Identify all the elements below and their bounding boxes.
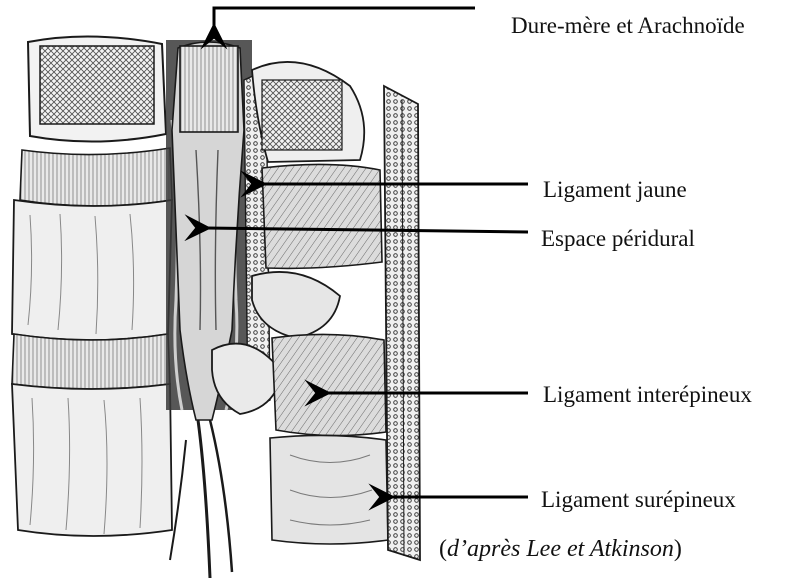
label-epidural-space: Espace péridural [541, 227, 695, 250]
intervertebral-disc [20, 148, 172, 206]
label-ligamentum-flavum: Ligament jaune [543, 178, 687, 201]
interspinous-ligament-shape [272, 334, 386, 435]
credit-text: d’après Lee et Atkinson [447, 536, 674, 562]
credit-close-paren: ) [674, 536, 682, 562]
spinous-process [270, 435, 388, 544]
label-interspinous-ligament: Ligament interépineux [543, 383, 752, 406]
credit-open-paren: ( [439, 536, 447, 562]
spinous-process [262, 164, 382, 268]
source-credit: (d’après Lee et Atkinson) [439, 536, 682, 563]
label-dura-arachnoid: Dure-mère et Arachnoïde [511, 14, 745, 37]
vertebral-body-column [12, 36, 172, 536]
nerve-root [198, 420, 210, 578]
dura-cut-surface [180, 46, 238, 132]
spongy-bone-cut-surface [40, 46, 154, 124]
vertebral-body [12, 384, 172, 536]
intervertebral-disc [12, 334, 170, 389]
label-supraspinous-ligament: Ligament surépineux [541, 488, 736, 512]
vertebral-body [12, 200, 172, 340]
spinal-canal [166, 40, 252, 578]
arrow-dura-arachnoid [214, 8, 475, 28]
